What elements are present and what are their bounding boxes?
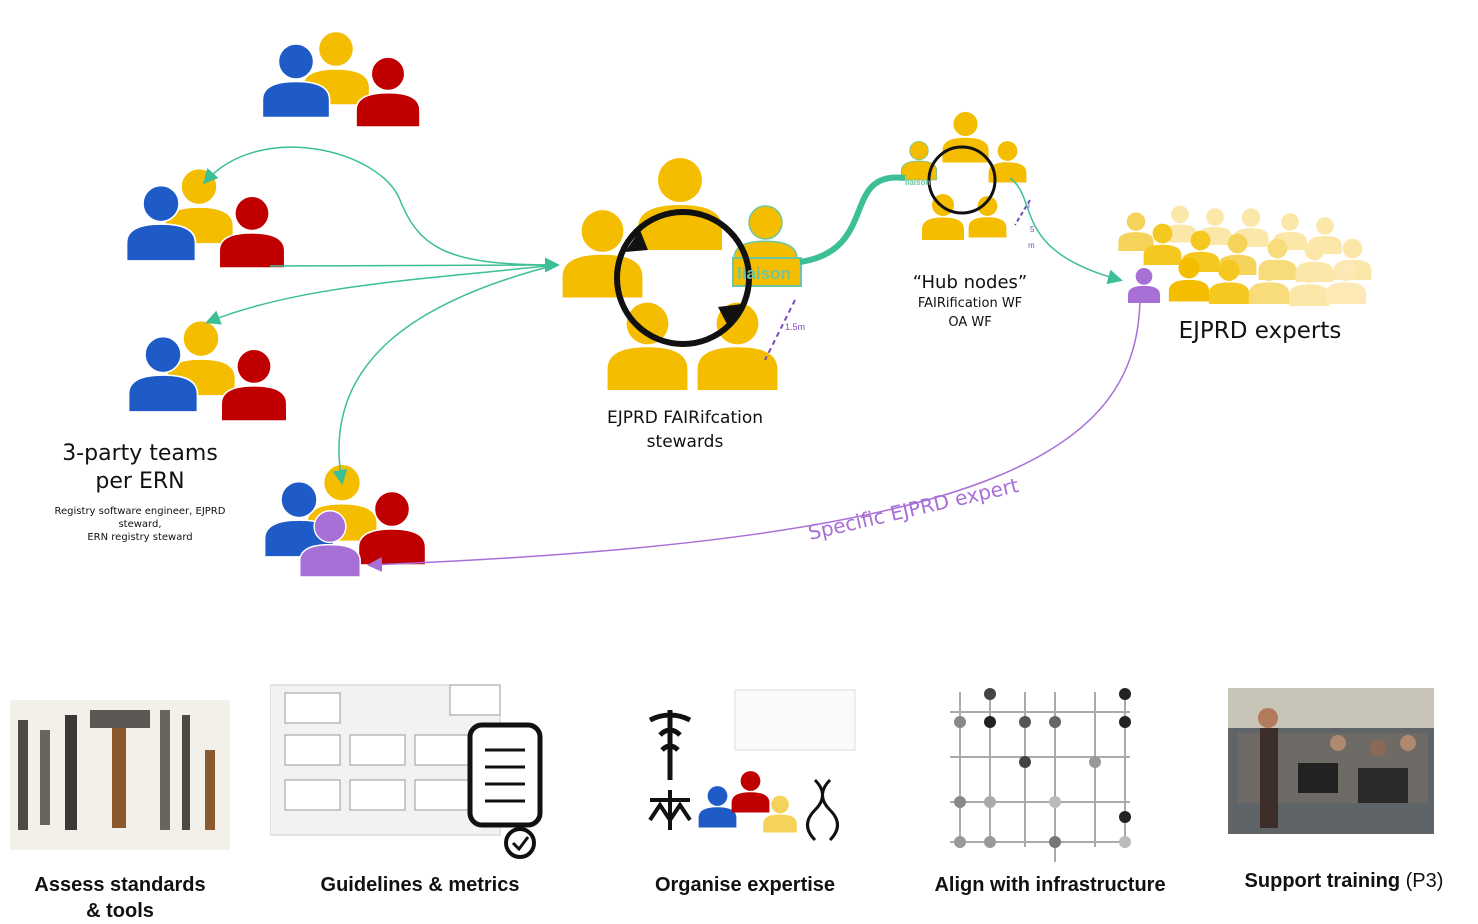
teams-desc-line3: ERN registry steward <box>87 532 193 543</box>
screwdriver-icon <box>205 750 215 830</box>
infrastructure-image <box>930 682 1140 862</box>
wrench-icon <box>18 720 28 830</box>
hub-liaison-label: liaison <box>905 178 930 187</box>
checkmark-icon <box>504 827 536 859</box>
assess-standards-line1: Assess standards <box>34 874 206 896</box>
stewards-group <box>562 158 802 390</box>
teams-title: 3-party teams per ERN <box>40 440 240 496</box>
expertise-image <box>640 680 860 860</box>
hub-distance-char-1: l <box>1028 201 1030 210</box>
experts-label: EJPRD experts <box>1178 318 1342 344</box>
training-photo <box>1228 688 1434 834</box>
hammer-icon <box>90 710 150 728</box>
connections <box>203 146 1141 573</box>
hub-line3: OA WF <box>948 315 992 330</box>
stewards-label: EJPRD FAIRifcation stewards <box>570 406 800 454</box>
specific-expert-label: Specific EJPRD expert <box>806 473 1021 545</box>
experts-crowd <box>1118 205 1372 306</box>
teams-desc-line1: Registry software engineer, EJPRD <box>54 506 226 517</box>
stewards-label-line2: stewards <box>646 432 724 452</box>
clipboard-icon <box>467 722 543 828</box>
scales-icon <box>648 790 692 830</box>
teams-title-line2: per ERN <box>95 469 185 494</box>
team-group-2 <box>125 167 286 268</box>
hub-distance-char-3: m <box>1028 241 1035 250</box>
assess-standards-label: Assess standards & tools <box>0 872 240 924</box>
organise-expertise-label: Organise expertise <box>654 874 836 896</box>
pliers-icon-2 <box>160 710 170 830</box>
align-infrastructure-label: Align with infrastructure <box>934 874 1166 896</box>
teams-title-line1: 3-party teams <box>62 441 218 466</box>
hub-title: “Hub nodes” <box>912 272 1028 293</box>
dna-icon <box>806 778 839 842</box>
network-grid-icon <box>950 688 1131 862</box>
wrench-icon-2 <box>40 730 50 825</box>
stewards-distance-label: 1.5m <box>785 322 805 332</box>
guidelines-image <box>269 675 570 865</box>
teams-desc-line2: steward, <box>118 519 162 530</box>
hub-line2: FAIRification WF <box>917 296 1023 311</box>
team-group-1 <box>261 30 421 128</box>
caduceus-icon <box>648 710 692 780</box>
hub-nodes-group <box>900 111 1031 240</box>
support-training-text: Support training <box>1244 870 1401 892</box>
team-group-3 <box>127 319 288 421</box>
pliers-icon <box>65 715 77 830</box>
hub-distance-char-2: 5 <box>1030 225 1035 234</box>
hub-label: “Hub nodes” FAIRification WF OA WF <box>870 272 1070 332</box>
support-training-note: (P3) <box>1400 870 1444 892</box>
team-group-4 <box>263 463 427 578</box>
tools-image <box>10 690 230 860</box>
guidelines-label: Guidelines & metrics <box>320 874 520 896</box>
teams-description: Registry software engineer, EJPRD stewar… <box>20 505 260 544</box>
stewards-liaison-label: liaison <box>737 264 791 283</box>
assess-standards-line2: & tools <box>86 900 154 922</box>
stewards-label-line1: EJPRD FAIRifcation <box>606 408 764 428</box>
support-training-label: Support training (P3) <box>1210 868 1478 894</box>
